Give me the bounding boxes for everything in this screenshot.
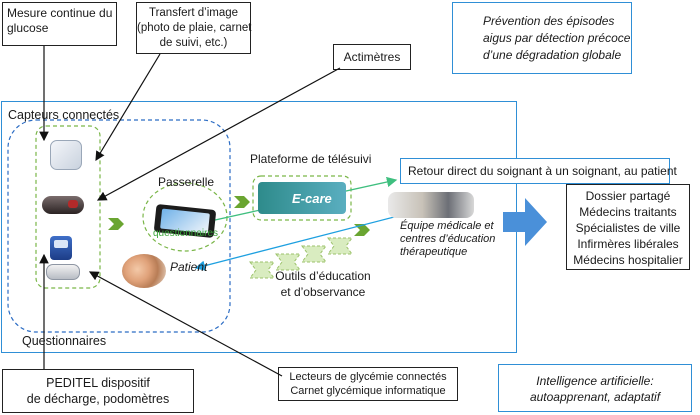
actimeter-icon xyxy=(42,196,84,214)
prevention-callout-text: Prévention des épisodes aigus par détect… xyxy=(483,14,631,62)
recipients-box: Dossier partagé Médecins traitants Spéci… xyxy=(566,184,690,270)
direct-return-callout: Retour direct du soignant à un soignant,… xyxy=(400,158,677,184)
glucose-callout: Mesure continue du glucose xyxy=(2,2,117,46)
glucose-callout-text: Mesure continue du glucose xyxy=(7,6,113,35)
recipient-item: Infirmères libérales xyxy=(577,237,679,251)
image-transfer-callout: Transfert d’image (photo de plaie, carne… xyxy=(136,2,251,54)
ecare-logo-text: E-care xyxy=(292,191,332,206)
recipients-list: Dossier partagé Médecins traitants Spéci… xyxy=(567,188,689,268)
patient-label: Patient xyxy=(170,260,208,274)
ai-callout-text: Intelligence artificielle: autoapprenant… xyxy=(529,374,661,404)
ai-callout: Intelligence artificielle: autoapprenant… xyxy=(498,364,692,412)
questionnaires-small-label: questionnaires xyxy=(153,228,219,239)
recipient-item: Médecins traitants xyxy=(579,205,677,219)
pedometer-icon xyxy=(46,264,80,280)
glycemia-readers-text: Lecteurs de glycémie connectés Carnet gl… xyxy=(289,371,447,397)
image-transfer-callout-text: Transfert d’image (photo de plaie, carne… xyxy=(137,7,252,49)
direct-return-text: Retour direct du soignant à un soignant,… xyxy=(408,164,677,178)
patient-photo-icon xyxy=(122,254,166,288)
glucose-sensor-icon xyxy=(50,140,82,170)
medical-team-photo-icon xyxy=(388,192,474,218)
platform-label: Plateforme de télésuivi xyxy=(250,152,372,166)
actimetres-callout-text: Actimètres xyxy=(343,50,401,64)
recipient-item: Spécialistes de ville xyxy=(575,221,681,235)
gateway-label: Passerelle xyxy=(158,175,215,189)
prevention-callout: Prévention des épisodes aigus par détect… xyxy=(452,2,632,74)
glucose-meter-icon xyxy=(50,236,72,260)
sensors-label: Capteurs connectés xyxy=(8,108,120,122)
recipient-item: Médecins hospitalier xyxy=(573,253,683,267)
glycemia-readers-callout: Lecteurs de glycémie connectés Carnet gl… xyxy=(278,367,458,401)
questionnaires-label: Questionnaires xyxy=(22,334,107,348)
peditel-callout-text: PEDITEL dispositif de décharge, podomètr… xyxy=(26,376,170,406)
recipient-item: Dossier partagé xyxy=(585,189,671,203)
medical-team-label: Équipe médicale et centres d’éducation t… xyxy=(400,220,496,258)
education-tools-label: Outils d’éducation et d’observance xyxy=(275,269,371,299)
ecare-logo: E-care xyxy=(258,182,346,214)
peditel-callout: PEDITEL dispositif de décharge, podomètr… xyxy=(2,369,194,413)
actimetres-callout: Actimètres xyxy=(333,44,411,70)
